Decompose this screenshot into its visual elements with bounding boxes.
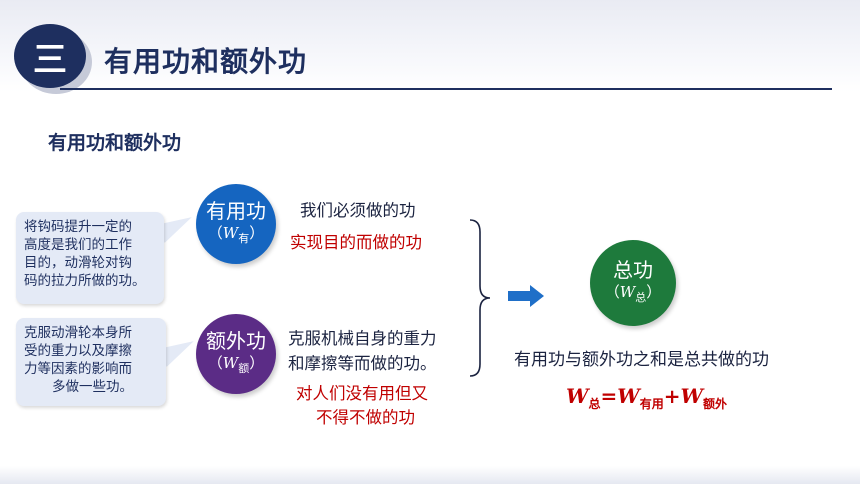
page-title: 有用功和额外功 (104, 45, 308, 78)
extra-work-symbol: （W额） (208, 353, 264, 379)
formula-sub-total: 总 (588, 397, 601, 411)
extra-work-label: 额外功 (206, 329, 266, 353)
callout-line: 多做一些功。 (52, 379, 133, 395)
formula-sub-extra: 额外 (702, 397, 727, 411)
useful-work-symbol: （W有） (208, 223, 264, 249)
symbol-subscript: 总 (635, 291, 647, 304)
callout-line: 力等因素的影响而 (24, 361, 132, 377)
formula-w: W (680, 384, 703, 408)
symbol-w: W (619, 283, 636, 301)
total-definition: 有用功与额外功之和是总共做的功 (514, 350, 769, 370)
useful-definition-1: 我们必须做的功 (300, 201, 416, 220)
paren-open: （ (604, 283, 620, 301)
extra-definition-4: 不得不做的功 (316, 408, 415, 427)
header-background (0, 0, 860, 92)
formula-equals: = (600, 384, 618, 408)
symbol-subscript: 额 (238, 362, 250, 375)
paren-open: （ (207, 354, 223, 372)
extra-definition-3: 对人们没有用但又 (296, 384, 428, 403)
right-arrow-icon (508, 285, 544, 307)
symbol-w: W (222, 224, 239, 242)
total-work-symbol: （W总） (605, 282, 661, 308)
symbol-w: W (222, 354, 239, 372)
right-brace-icon (469, 219, 491, 377)
formula-plus: + (663, 384, 681, 408)
formula-w: W (617, 384, 640, 408)
total-work-label: 总功 (613, 258, 653, 282)
extra-definition-2: 和摩擦等而做的功。 (288, 354, 437, 373)
paren-open: （ (207, 224, 223, 242)
callout-line: 码的拉力所做的功。 (24, 273, 146, 289)
section-number-badge: 三 (14, 24, 86, 88)
callout-line: 高度是我们的工作 (24, 237, 132, 253)
formula-w: W (566, 384, 589, 408)
useful-work-label: 有用功 (206, 199, 266, 223)
callout-line: 将钩码提升一定的 (24, 219, 132, 235)
useful-definition-2: 实现目的而做的功 (290, 233, 422, 252)
callout-line: 克服动滑轮本身所 (24, 325, 132, 341)
paren-close: ） (249, 224, 265, 242)
callout-useful-note: 将钩码提升一定的 高度是我们的工作 目的，动滑轮对钩 码的拉力所做的功。 (16, 212, 164, 304)
callout-line: 目的，动滑轮对钩 (24, 255, 132, 271)
work-formula: W总=W有用+W额外 (566, 384, 727, 412)
extra-work-circle: 额外功 （W额） (196, 314, 276, 394)
useful-work-circle: 有用功 （W有） (196, 184, 276, 264)
footer-bar (0, 466, 860, 484)
callout-line: 受的重力以及摩擦 (24, 343, 132, 359)
extra-definition-1: 克服机械自身的重力 (288, 329, 437, 348)
paren-close: ） (646, 283, 662, 301)
formula-sub-useful: 有用 (639, 397, 664, 411)
callout-extra-note: 克服动滑轮本身所 受的重力以及摩擦 力等因素的影响而 多做一些功。 (16, 318, 166, 406)
total-work-circle: 总功 （W总） (590, 240, 676, 326)
subheading: 有用功和额外功 (48, 132, 182, 154)
symbol-subscript: 有 (238, 232, 250, 245)
paren-close: ） (249, 354, 265, 372)
header-divider (60, 88, 832, 90)
